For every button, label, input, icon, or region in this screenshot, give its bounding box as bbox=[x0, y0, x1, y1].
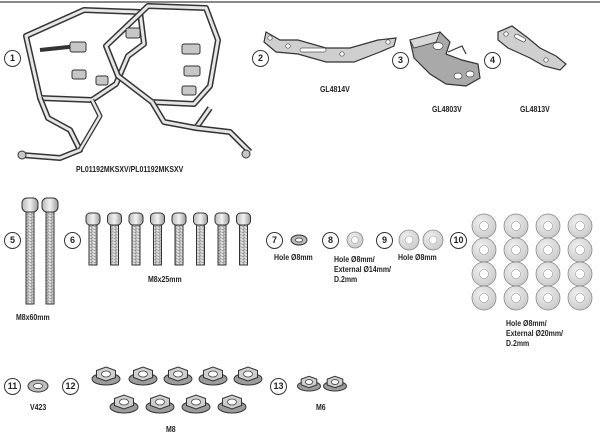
label-part-13: M6 bbox=[316, 402, 326, 412]
washer-20mm bbox=[535, 285, 561, 311]
washer-20mm bbox=[535, 213, 561, 239]
washer-20mm bbox=[567, 213, 593, 239]
washer-20mm bbox=[471, 285, 497, 311]
label-part-6: M8x25mm bbox=[148, 274, 182, 284]
item-number-6: 6 bbox=[64, 232, 81, 249]
bolt-m8x25 bbox=[236, 212, 251, 266]
flange-nuts-m8 bbox=[91, 366, 263, 414]
label-part-3: GL4803V bbox=[432, 104, 462, 114]
flange-nut bbox=[217, 394, 247, 414]
item-number-1: 1 bbox=[4, 50, 21, 67]
washer-20mm bbox=[503, 213, 529, 239]
label-part-10-line-1: Hole Ø8mm/ bbox=[506, 318, 547, 328]
label-part-7: Hole Ø8mm bbox=[274, 252, 313, 262]
label-part-10: Hole Ø8mm/ External Ø20mm/ D.2mm bbox=[506, 318, 563, 349]
bolt-m8x25 bbox=[128, 212, 144, 266]
label-part-8-line-3: D.2mm bbox=[334, 274, 358, 285]
washer-20mm bbox=[503, 237, 529, 263]
pannier-frame-left-brackets bbox=[17, 41, 109, 160]
bolts-m8x25 bbox=[85, 212, 251, 266]
item-number-5: 5 bbox=[4, 232, 21, 249]
bolt-m8x25 bbox=[85, 212, 101, 266]
label-part-10-line-3: D.2mm bbox=[506, 338, 530, 349]
label-part-4: GL4813V bbox=[520, 104, 550, 114]
label-part-10-line-2: External Ø20mm/ bbox=[506, 328, 563, 339]
item-number-11: 11 bbox=[4, 378, 21, 395]
bolt-m8x25 bbox=[150, 212, 165, 266]
label-part-11: V423 bbox=[30, 402, 47, 412]
label-part-12: M8 bbox=[166, 424, 176, 434]
nylon-nut-v423 bbox=[27, 379, 49, 393]
gl4814v-plate bbox=[263, 31, 397, 63]
washer-20mm bbox=[567, 285, 593, 311]
washer-grid-20mm bbox=[471, 213, 593, 311]
pannier-frame-right-brackets bbox=[125, 27, 251, 159]
washer-20mm bbox=[535, 237, 561, 263]
washer-14mm bbox=[346, 231, 364, 249]
item-number-8: 8 bbox=[322, 232, 339, 249]
bolt-m8x25 bbox=[214, 212, 230, 266]
bolt-m8x25 bbox=[107, 212, 122, 266]
flange-nut bbox=[109, 394, 139, 414]
label-part-2: GL4814V bbox=[320, 84, 350, 94]
pannier-frame-left bbox=[21, 7, 147, 161]
flange-nut bbox=[91, 366, 121, 386]
washer-20mm bbox=[471, 261, 497, 287]
flange-nut bbox=[128, 366, 158, 386]
washers-pair bbox=[398, 229, 444, 251]
gl4803v-bracket bbox=[409, 31, 481, 87]
label-part-8-line-1: Hole Ø8mm/ bbox=[334, 254, 375, 264]
flange-nut bbox=[198, 366, 228, 386]
washer-20mm bbox=[503, 261, 529, 287]
flange-nut bbox=[181, 394, 211, 414]
flange-nut bbox=[163, 366, 193, 386]
label-part-9: Hole Ø8mm bbox=[398, 252, 437, 262]
flange-nuts-m6 bbox=[297, 375, 347, 392]
spring-washer bbox=[290, 234, 308, 246]
gl4813v-bracket bbox=[497, 25, 567, 71]
long-bolts-m8x60 bbox=[21, 197, 59, 305]
label-part-8-line-2: External Ø14mm/ bbox=[334, 264, 391, 275]
flange-nut bbox=[233, 366, 263, 386]
item-number-12: 12 bbox=[62, 378, 79, 395]
item-number-10: 10 bbox=[450, 232, 467, 249]
washer-20mm bbox=[567, 237, 593, 263]
item-number-13: 13 bbox=[270, 378, 287, 395]
flange-nut bbox=[323, 375, 347, 392]
item-number-2: 2 bbox=[252, 50, 269, 67]
washer-20mm bbox=[503, 285, 529, 311]
label-part-1: PL01192MKSXV/PL01192MKSXV bbox=[76, 164, 184, 174]
item-number-4: 4 bbox=[484, 52, 501, 69]
washer-20mm bbox=[471, 213, 497, 239]
washer-20mm bbox=[535, 261, 561, 287]
bolt-m8x25 bbox=[193, 212, 208, 266]
washer-20mm bbox=[471, 237, 497, 263]
label-part-5: M8x60mm bbox=[16, 312, 50, 322]
washer-20mm bbox=[567, 261, 593, 287]
flange-nut bbox=[145, 394, 175, 414]
flange-nut bbox=[297, 375, 321, 392]
bolt-m8x25 bbox=[171, 212, 187, 266]
pannier-frame-right bbox=[103, 3, 253, 155]
label-part-8: Hole Ø8mm/ External Ø14mm/ D.2mm bbox=[334, 254, 391, 285]
item-number-3: 3 bbox=[392, 52, 409, 69]
item-number-7: 7 bbox=[266, 232, 283, 249]
item-number-9: 9 bbox=[376, 232, 393, 249]
